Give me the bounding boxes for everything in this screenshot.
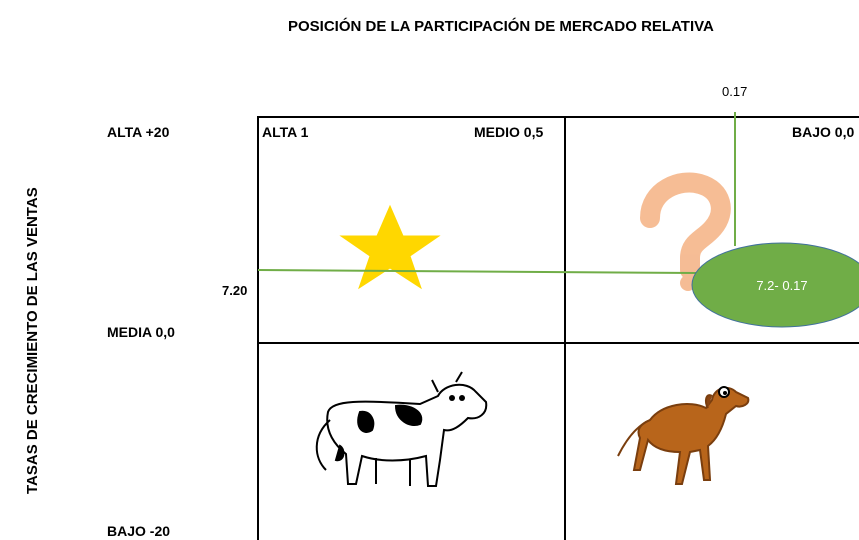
position-bubble [691, 242, 859, 328]
star-icon [339, 204, 441, 290]
marker-x-value: 0.17 [722, 84, 748, 99]
x-label-medium: MEDIO 0,5 [474, 124, 544, 140]
x-label-high: ALTA 1 [262, 124, 309, 140]
cow-icon [315, 371, 488, 487]
y-label-high: ALTA +20 [107, 124, 170, 140]
marker-y-value: 7.20 [222, 283, 248, 298]
bubble-label: 7.2- 0.17 [756, 278, 807, 293]
matrix-border [257, 116, 859, 540]
y-label-low: BAJO -20 [107, 523, 171, 539]
y-label-medium: MEDIA 0,0 [107, 324, 175, 340]
marker-horizontal-line [257, 269, 697, 274]
dog-icon [617, 386, 750, 485]
x-label-low: BAJO 0,0 [792, 124, 855, 140]
chart-title: POSICIÓN DE LA PARTICIPACIÓN DE MERCADO … [288, 18, 714, 35]
